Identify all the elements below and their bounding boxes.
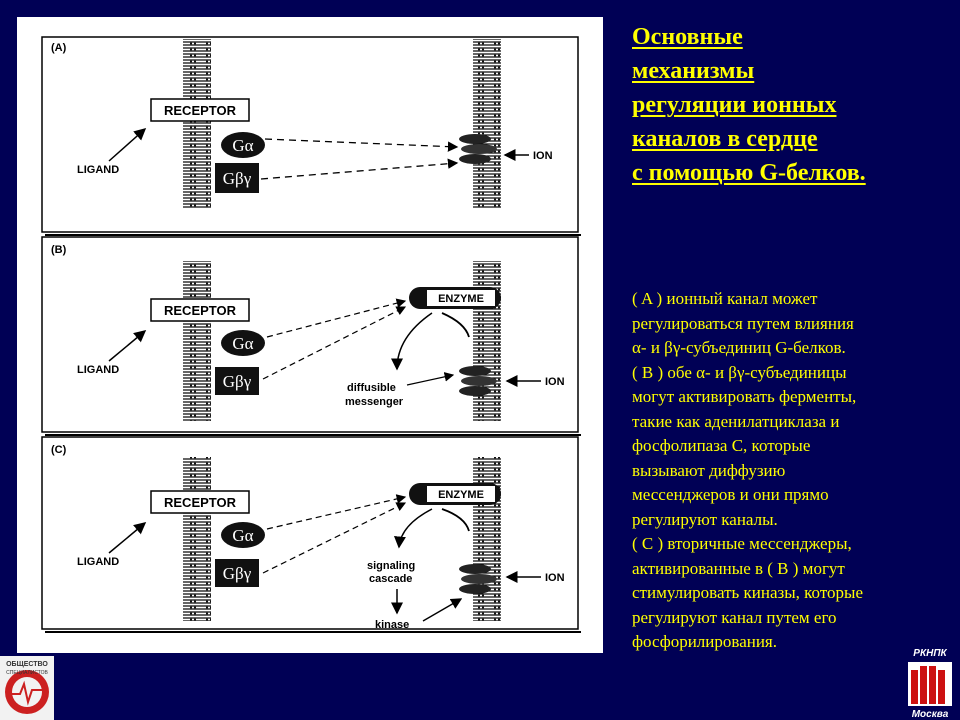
logo-right-top: РКНПК [913,648,947,659]
description-line: активированные в ( B ) могут [632,558,845,578]
g-beta-gamma-subunit [215,163,259,193]
receptor-box [150,490,250,514]
panel-c: (C) RECEPTOR Gα Gβγ LIGAND ENZYME signal… [41,436,581,633]
g-alpha-label: Gα [232,334,253,353]
enzyme-label: ENZYME [438,293,484,305]
cell-membrane [473,261,501,421]
cell-membrane [473,39,501,209]
enzyme-label-bg [427,290,495,306]
description-line: регулируют канал путем его [632,607,837,627]
messenger-label-line1: diffusible [347,382,396,394]
g-alpha-subunit [221,132,265,158]
g-beta-gamma-label: Gβγ [223,169,252,188]
description-line: стимулировать киназы, которые [632,583,863,602]
title-line: Основные [632,24,743,50]
logo-left-line1: ОБЩЕСТВО [6,661,48,668]
ion-channel [459,134,497,164]
receptor-box [150,298,250,322]
g-alpha-label: Gα [232,136,253,155]
title-line: механизмы [632,58,755,84]
g-beta-gamma-subunit [215,559,259,587]
title-line: с помощью G-белков. [632,160,866,186]
panel-b-label: (B) [51,244,67,256]
society-logo: ОБЩЕСТВО СПЕЦИАЛИСТОВ [0,656,54,720]
ligand-label: LIGAND [77,364,119,376]
ion-label: ION [533,150,553,162]
cell-membrane [473,457,501,621]
title-line: регуляции ионных [632,92,837,118]
description-line: регулироваться путем влияния [632,313,854,333]
ion-label: ION [545,572,565,584]
receptor-label: RECEPTOR [164,103,237,118]
description-line: ( B ) обе α- и βγ-субъединицы [632,362,847,382]
kinase-label: kinase [375,619,409,631]
title-line: каналов в сердце [632,126,818,152]
description-line: мессенджеров и они прямо [632,485,829,504]
panel-b: (B) RECEPTOR Gα Gβγ LIGAND ENZYME diffus… [41,236,581,436]
receptor-box [150,98,250,122]
description-line: регулируют каналы. [632,509,778,529]
slide-description: ( A ) ионный канал может регулироваться … [632,287,952,655]
g-alpha-subunit [221,330,265,356]
panel-a: (A) RECEPTOR Gα Gβγ LIGAND ION [41,36,581,236]
cell-membrane [183,39,211,209]
slide-title: Основные механизмы регуляции ионных кана… [632,20,952,190]
ion-channel [459,366,497,396]
cascade-label-line2: cascade [369,573,412,585]
receptor-label: RECEPTOR [164,303,237,318]
g-beta-gamma-label: Gβγ [223,564,252,583]
logo-right-bottom: Москва [912,709,949,720]
enzyme-label: ENZYME [438,489,484,501]
panel-a-label: (A) [51,42,67,54]
description-line: ( C ) вторичные мессенджеры, [632,534,852,553]
description-line: фосфорилирования. [632,632,777,651]
panel-c-label: (C) [51,444,67,456]
description-line: α- и βγ-субъединиц G-белков. [632,338,846,357]
ligand-label: LIGAND [77,556,119,568]
ion-channel [459,564,497,594]
messenger-label-line2: messenger [345,396,404,408]
description-line: такие как аденилатциклаза и [632,411,840,431]
description-line: ( A ) ионный канал может [632,289,818,308]
logo-left-line2: СПЕЦИАЛИСТОВ [6,670,48,676]
rknpk-logo: РКНПК Москва [908,648,952,720]
cascade-label-line1: signaling [367,560,415,572]
g-protein-diagram: (A) RECEPTOR Gα Gβγ LIGAND ION (B) RECEP… [41,36,581,633]
g-alpha-subunit [221,522,265,548]
ion-label: ION [545,376,565,388]
g-beta-gamma-label: Gβγ [223,372,252,391]
cell-membrane [183,261,211,421]
cell-membrane [183,457,211,621]
receptor-label: RECEPTOR [164,495,237,510]
description-line: вызывают диффузию [632,460,786,480]
ligand-label: LIGAND [77,164,119,176]
enzyme-label-bg [427,486,495,502]
figure: (A) RECEPTOR Gα Gβγ LIGAND ION (B) RECEP… [17,17,603,653]
description-line: фосфолипаза С, которые [632,436,811,455]
g-alpha-label: Gα [232,526,253,545]
g-beta-gamma-subunit [215,367,259,395]
description-line: могут активировать ферменты, [632,387,857,406]
